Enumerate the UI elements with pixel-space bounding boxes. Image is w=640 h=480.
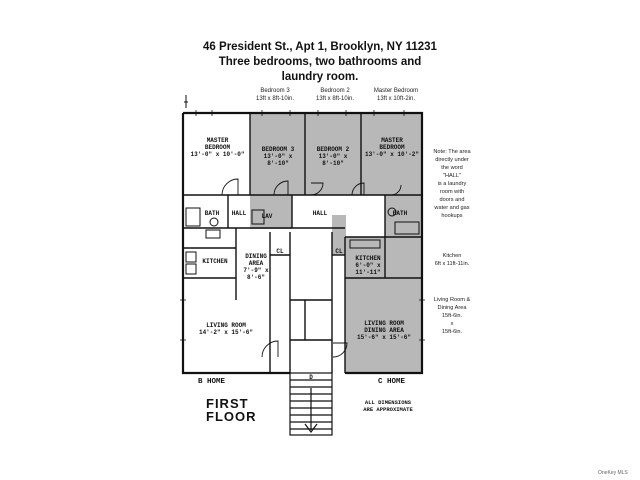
laundry-note: Note: The area directly under the word "…	[433, 149, 471, 219]
bedroom2-name: Bedroom 2	[320, 88, 350, 94]
b-fridge	[185, 263, 197, 275]
door-d-label: D	[309, 374, 313, 381]
door-swings	[221, 178, 402, 358]
b-sink	[205, 229, 221, 239]
bedroom3-name: Bedroom 3	[260, 88, 290, 94]
master-caption: Master Bedroom 13ft x 10ft-2in.	[356, 87, 436, 103]
c-bedroom2-label: BEDROOM 2 13'-0" x 8'-10"	[316, 146, 350, 167]
first-floor-label: FIRST FLOOR	[206, 396, 257, 424]
b-living-label: LIVING ROOM 14'-2" x 15'-6"	[198, 322, 253, 336]
b-dining-label: DINING AREA 7'-9" x 8'-6"	[243, 253, 269, 281]
c-kitchen-label: KITCHEN 6'-0" x 11'-11"	[355, 255, 381, 276]
c-closet-shade	[332, 215, 346, 255]
c-bath-label: BATH	[392, 210, 408, 217]
b-tub	[185, 207, 201, 227]
c-lav-shade	[250, 195, 292, 229]
b-home-label: B HOME	[198, 378, 226, 386]
fixtures	[185, 207, 420, 275]
b-kitchen-label: KITCHEN	[202, 258, 228, 265]
north-mark	[184, 95, 188, 108]
subtitle-line: Three bedrooms, two bathrooms and	[218, 56, 422, 68]
b-stove	[185, 251, 197, 263]
bedroom3-caption: Bedroom 3 13ft x 8ft-10in.	[240, 87, 310, 103]
c-bedrooms-shade	[250, 113, 422, 195]
bedroom2-dims: 13ft x 8ft-10in.	[315, 96, 355, 102]
subtitle-line: laundry room.	[281, 71, 359, 83]
master-dims: 13ft x 10ft-2in.	[376, 96, 416, 102]
b-master-bedroom-label: MASTER BEDROOM 13'-0" x 10'-0"	[190, 137, 245, 158]
lav-label: LAV	[261, 213, 273, 220]
c-living-label: LIVING ROOM DINING AREA 15'-6" x 15'-6"	[356, 320, 411, 341]
interior-walls	[183, 113, 422, 373]
b-toilet	[209, 217, 219, 227]
closet-label: CL	[335, 248, 343, 255]
exterior-walls	[181, 111, 424, 375]
c-tub	[394, 221, 420, 235]
b-hall-label: HALL	[231, 210, 247, 217]
c-home-label: C HOME	[378, 378, 406, 386]
entry-stair	[289, 372, 333, 436]
dimensions-disclaimer: ALL DIMENSIONS ARE APPROXIMATE	[363, 399, 413, 413]
lav-sink	[251, 209, 265, 225]
c-toilet	[387, 207, 397, 217]
c-counter	[349, 239, 381, 249]
mls-watermark: OneKey MLS	[598, 470, 628, 476]
master-name: Master Bedroom	[373, 88, 419, 94]
c-bedroom3-label: BEDROOM 3 13'-0" x 8'-10"	[261, 146, 295, 167]
bedroom2-caption: Bedroom 2 13ft x 8ft-10in.	[300, 87, 370, 103]
b-bath-label: BATH	[204, 210, 220, 217]
bedroom3-dims: 13ft x 8ft-10in.	[255, 96, 295, 102]
window-marks	[180, 110, 425, 341]
c-living-shade	[345, 237, 422, 373]
closet-label: CL	[276, 248, 284, 255]
living-note: Living Room & Dining Area 15ft-6in. x 15…	[433, 297, 471, 335]
address-title: 46 President St., Apt 1, Brooklyn, NY 11…	[203, 41, 437, 53]
c-master-bedroom-label: MASTER BEDROOM 13'-0" x 10'-2"	[364, 137, 419, 158]
kitchen-note: Kitchen 6ft x 11ft-11in.	[434, 253, 470, 267]
c-hall-label: HALL	[312, 210, 328, 217]
